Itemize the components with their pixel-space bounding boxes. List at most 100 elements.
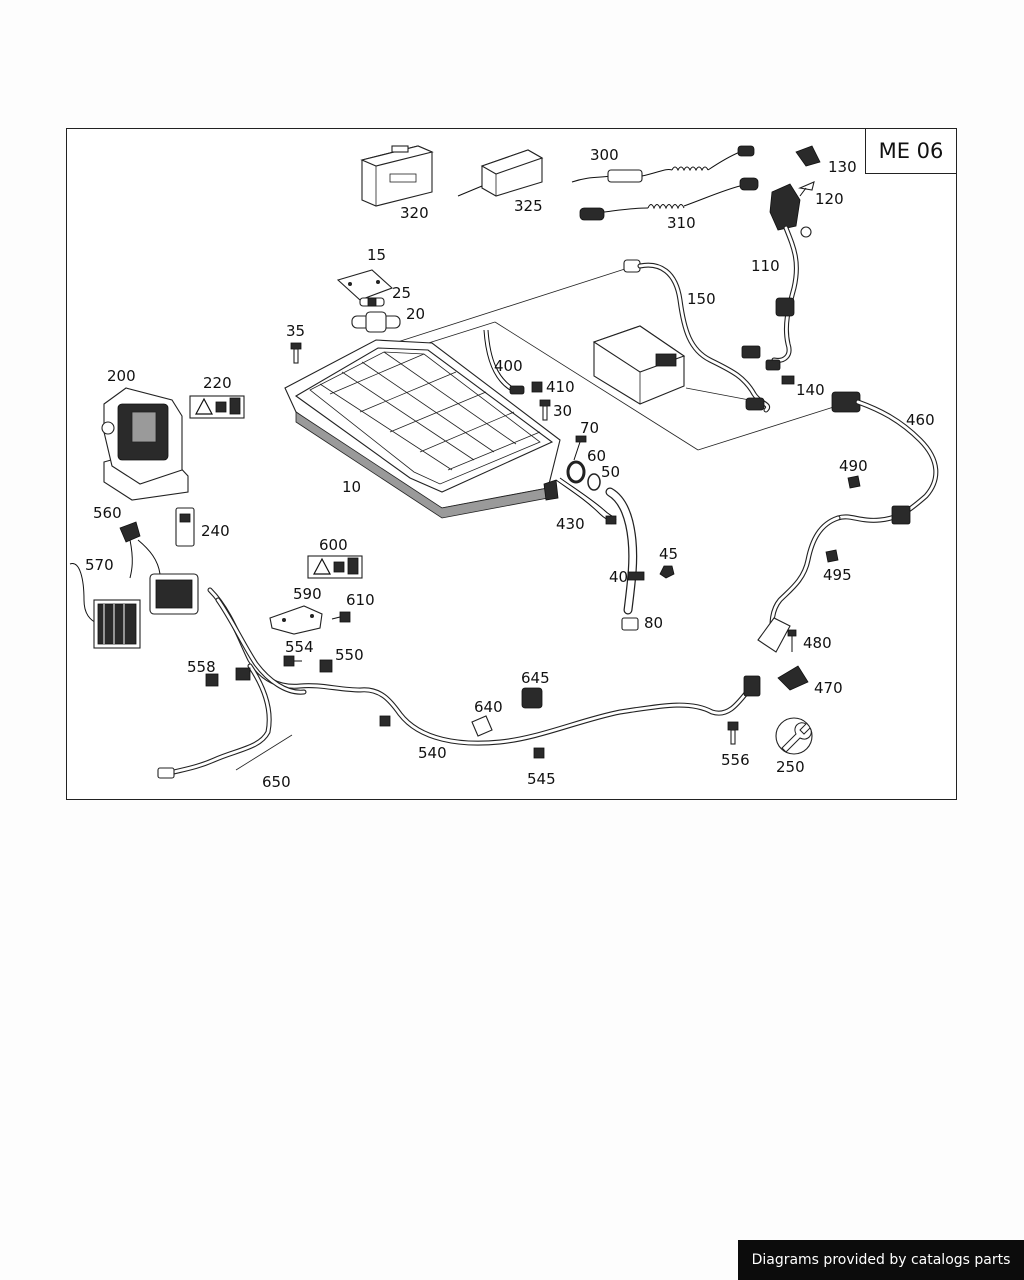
seal-50 (587, 473, 601, 491)
callout-200: 200 (107, 367, 136, 385)
bolt-140 (781, 375, 795, 385)
bracket-15 (336, 269, 394, 301)
callout-570: 570 (85, 556, 114, 574)
callout-50: 50 (601, 463, 620, 481)
callout-250: 250 (776, 758, 805, 776)
junction-570 (69, 563, 141, 649)
callout-240: 240 (201, 522, 230, 540)
callout-480: 480 (803, 634, 832, 652)
callout-300: 300 (590, 146, 619, 164)
cable-150 (623, 259, 770, 413)
bolt-30 (539, 399, 551, 421)
warning-label-600 (307, 555, 363, 579)
heater-200 (101, 387, 189, 501)
bolt-556 (727, 721, 739, 745)
bolt-70 (573, 435, 587, 461)
footer-text: Diagrams provided by catalogs parts (751, 1252, 1011, 1268)
callout-140: 140 (796, 381, 825, 399)
callout-60: 60 (587, 447, 606, 465)
nut-495 (825, 549, 839, 563)
callout-70: 70 (580, 419, 599, 437)
callout-10: 10 (342, 478, 361, 496)
bolt-554 (283, 655, 302, 667)
screw-120 (798, 181, 815, 197)
callout-25: 25 (392, 284, 411, 302)
charging-socket-harness-110 (741, 183, 812, 371)
callout-150: 150 (687, 290, 716, 308)
fuse-25 (359, 297, 385, 307)
charging-cable-310 (579, 177, 759, 221)
callout-labels: 10 15 20 25 30 35 40 45 50 60 70 80 110 … (85, 146, 935, 791)
bolt-550 (319, 659, 333, 673)
callout-45: 45 (659, 545, 678, 563)
nut-545 (533, 747, 545, 759)
connector-560 (119, 521, 161, 579)
clip-80 (621, 617, 639, 631)
bracket-640 (471, 715, 493, 737)
callout-80: 80 (644, 614, 663, 632)
bolt-558 (205, 673, 219, 687)
bolt-35 (290, 342, 302, 364)
coolant-hose-40 (605, 487, 645, 615)
callout-410: 410 (546, 378, 575, 396)
cable-400 (483, 329, 525, 395)
callout-120: 120 (815, 190, 844, 208)
callout-325: 325 (514, 197, 543, 215)
callout-110: 110 (751, 257, 780, 275)
control-unit (592, 325, 686, 405)
callout-20: 20 (406, 305, 425, 323)
callout-545: 545 (527, 770, 556, 788)
callout-495: 495 (823, 566, 852, 584)
bracket-470 (777, 665, 809, 691)
callout-640: 640 (474, 698, 503, 716)
footer-credit: Diagrams provided by catalogs parts (738, 1240, 1024, 1280)
adapter-325 (457, 149, 544, 197)
hv-harness-540 (149, 573, 761, 779)
diagram-code-box: ME 06 (865, 128, 957, 174)
wrench-icon (775, 717, 813, 755)
callout-320: 320 (400, 204, 429, 222)
nut-410 (531, 381, 543, 393)
callout-645: 645 (521, 669, 550, 687)
callout-490: 490 (839, 457, 868, 475)
cap-130 (795, 145, 821, 167)
callout-470: 470 (814, 679, 843, 697)
callout-540: 540 (418, 744, 447, 762)
charger-case-320 (360, 145, 434, 207)
callout-590: 590 (293, 585, 322, 603)
nut-490 (847, 475, 861, 489)
callout-35: 35 (286, 322, 305, 340)
pipe-430 (555, 477, 617, 525)
callout-600: 600 (319, 536, 348, 554)
callout-220: 220 (203, 374, 232, 392)
callout-430: 430 (556, 515, 585, 533)
callout-130: 130 (828, 158, 857, 176)
callout-610: 610 (346, 591, 375, 609)
charging-cable-300 (571, 145, 755, 183)
callout-310: 310 (667, 214, 696, 232)
callout-15: 15 (367, 246, 386, 264)
callout-560: 560 (93, 504, 122, 522)
callout-556: 556 (721, 751, 750, 769)
clamp-60 (566, 460, 586, 484)
diagram-code: ME 06 (878, 139, 944, 163)
bracket-590 (269, 605, 323, 635)
callout-30: 30 (553, 402, 572, 420)
callout-550: 550 (335, 646, 364, 664)
nut-45 (659, 565, 675, 579)
fuse-holder-20 (351, 311, 401, 333)
callout-40: 40 (609, 568, 628, 586)
callout-558: 558 (187, 658, 216, 676)
block-645 (521, 687, 543, 709)
bracket-480 (757, 617, 797, 653)
bolt-610 (331, 611, 351, 623)
battery-tray (284, 339, 561, 519)
callout-554: 554 (285, 638, 314, 656)
warning-label-220 (189, 395, 245, 419)
hv-harness-460 (769, 391, 939, 643)
callout-650: 650 (262, 773, 291, 791)
callout-400: 400 (494, 357, 523, 375)
bracket-240 (175, 507, 195, 547)
callout-460: 460 (906, 411, 935, 429)
